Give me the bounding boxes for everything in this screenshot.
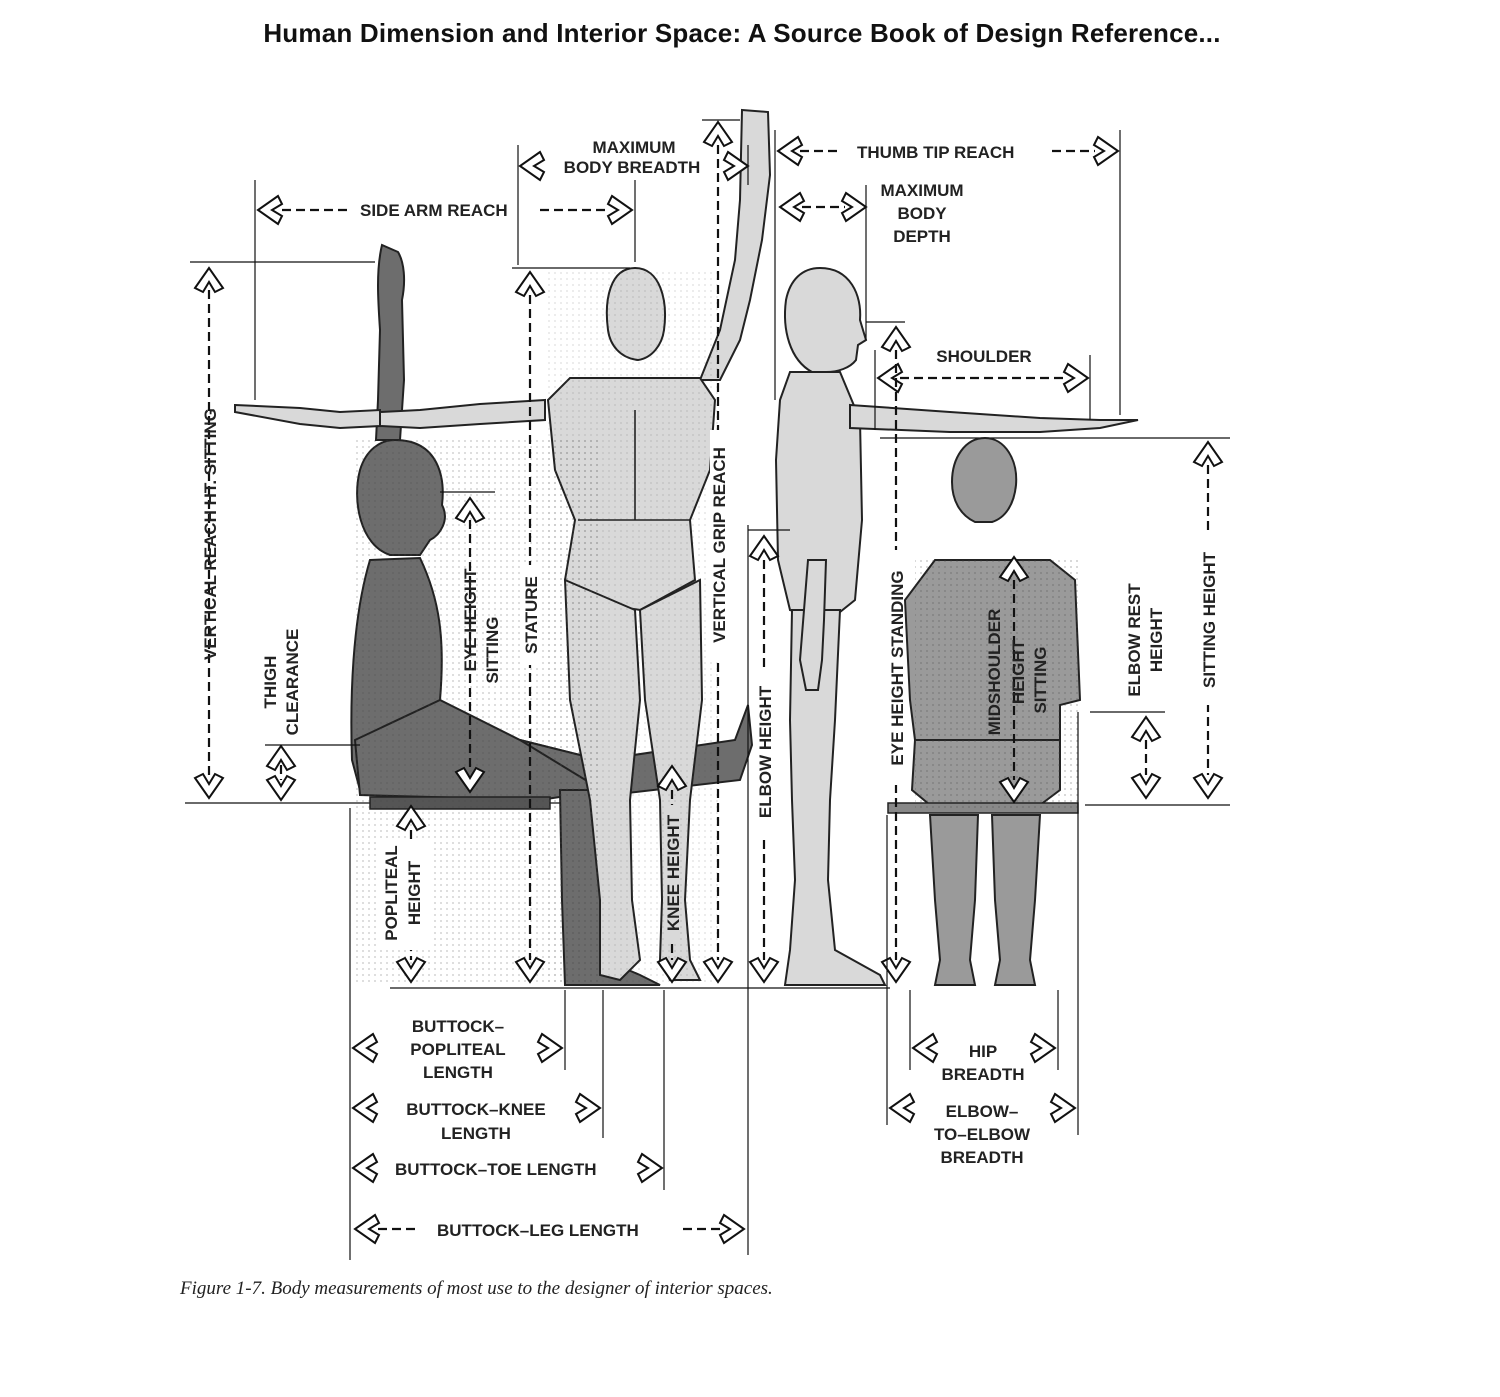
popliteal-height-label-1: POPLITEAL: [382, 845, 401, 940]
standing-side-figure: [774, 266, 1139, 986]
elbow-to-elbow-label-3: BREADTH: [940, 1148, 1023, 1167]
elbow-rest-label-1: ELBOW REST: [1125, 583, 1144, 697]
buttock-popliteal-label-1: BUTTOCK–: [412, 1017, 504, 1036]
hip-breadth-label-2: BREADTH: [941, 1065, 1024, 1084]
max-body-depth-label-1: MAXIMUM: [880, 181, 963, 200]
elbow-rest-label-2: HEIGHT: [1147, 607, 1166, 672]
eye-height-sitting-label-2: SITTING: [483, 616, 502, 683]
buttock-popliteal-label-3: LENGTH: [423, 1063, 493, 1082]
midshoulder-label-2: HEIGHT: [1009, 639, 1028, 704]
buttock-popliteal-label-2: POPLITEAL: [410, 1040, 505, 1059]
vertical-reach-sitting-label: VERTICAL REACH HT. SITTING: [201, 408, 220, 660]
popliteal-height-label-2: HEIGHT: [405, 860, 424, 925]
hip-breadth-label-1: HIP: [969, 1042, 997, 1061]
sitting-height-label: SITTING HEIGHT: [1200, 551, 1219, 688]
thumb-tip-reach-label: THUMB TIP REACH: [857, 143, 1014, 162]
buttock-knee-label-1: BUTTOCK–KNEE: [406, 1100, 545, 1119]
max-body-depth-label-2: BODY: [897, 204, 947, 223]
knee-height-label: KNEE HEIGHT: [664, 814, 683, 931]
thigh-clearance-label-1: THIGH: [261, 656, 280, 709]
elbow-to-elbow-label-1: ELBOW–: [946, 1102, 1019, 1121]
eye-height-sitting-label-1: EYE HEIGHT: [461, 568, 480, 672]
midshoulder-label-3: SITTING: [1031, 646, 1050, 713]
max-body-breadth-label-2: BODY BREADTH: [564, 158, 701, 177]
side-arm-reach-label: SIDE ARM REACH: [360, 201, 508, 220]
max-body-depth-label-3: DEPTH: [893, 227, 951, 246]
buttock-toe-label: BUTTOCK–TOE LENGTH: [395, 1160, 597, 1179]
max-body-breadth-label-1: MAXIMUM: [592, 138, 675, 157]
buttock-knee-label-2: LENGTH: [441, 1124, 511, 1143]
buttock-leg-label: BUTTOCK–LEG LENGTH: [437, 1221, 639, 1240]
midshoulder-label-1: MIDSHOULDER: [985, 609, 1004, 736]
elbow-to-elbow-label-2: TO–ELBOW: [934, 1125, 1031, 1144]
figure-caption: Figure 1-7. Body measurements of most us…: [180, 1278, 773, 1299]
vertical-grip-reach-label: VERTICAL GRIP REACH: [710, 447, 729, 643]
thigh-clearance-label-2: CLEARANCE: [283, 629, 302, 736]
eye-height-standing-label: EYE HEIGHT STANDING: [888, 570, 907, 765]
seated-back-figure: [887, 436, 1082, 986]
stature-label: STATURE: [522, 576, 541, 654]
shoulder-label: SHOULDER: [936, 347, 1031, 366]
page-title: Human Dimension and Interior Space: A So…: [263, 18, 1221, 48]
elbow-height-label: ELBOW HEIGHT: [756, 685, 775, 818]
